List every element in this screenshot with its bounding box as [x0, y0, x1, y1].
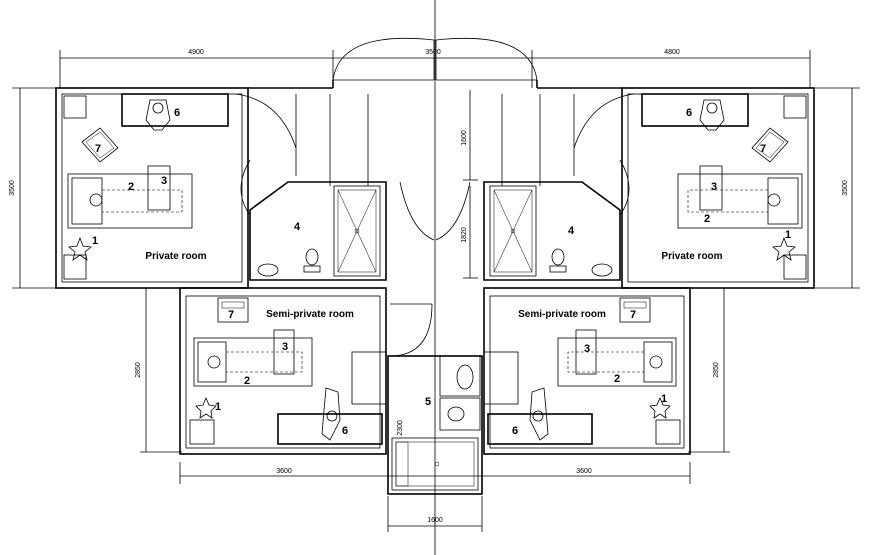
top-dimension-chain: 4900 3500 4800 — [59, 49, 811, 88]
bed-2-left-private — [67, 173, 193, 229]
label-2: 2 — [614, 373, 620, 385]
armchair-icon — [751, 127, 789, 163]
label-2: 2 — [128, 181, 134, 193]
person-standing-icon — [321, 387, 341, 441]
bed-2-left-semi — [193, 337, 313, 387]
label-2: 2 — [244, 375, 250, 387]
person-standing-icon — [529, 387, 549, 441]
right-semi-furniture: 7 Semi-private room 2 3 1 6 — [487, 297, 681, 445]
bed-2-right-semi — [557, 337, 677, 387]
dim-right-private: 3500 — [842, 180, 849, 196]
right-dimension-private: 3500 — [815, 87, 860, 289]
cabinet-icon — [783, 95, 807, 119]
label-4: 4 — [294, 221, 301, 233]
room-label-semi-right: Semi-private room — [518, 309, 606, 320]
label-6: 6 — [342, 425, 348, 437]
bathroom-right — [483, 181, 621, 281]
left-dimension-private: 3500 — [9, 87, 56, 289]
cabinet-icon — [63, 254, 87, 280]
dim-left-private: 3500 — [9, 180, 16, 196]
label-6: 6 — [512, 425, 518, 437]
cabinet-icon — [63, 95, 87, 119]
dim-center-lower: 1820 — [461, 227, 468, 243]
central-bathroom — [351, 303, 519, 495]
label-1: 1 — [215, 401, 221, 413]
label-5: 5 — [425, 396, 431, 408]
label-6: 6 — [686, 107, 692, 119]
left-private-furniture: 6 7 2 3 1 Private room 4 — [63, 93, 301, 280]
label-3: 3 — [282, 341, 288, 353]
dim-top-right: 4800 — [664, 49, 680, 56]
bottom-center-dimension: 1600 — [387, 496, 483, 532]
bed-2-right-private — [677, 173, 803, 229]
exterior-walls — [55, 80, 815, 455]
left-dimension-semi: 2850 — [135, 288, 182, 453]
star-icon — [772, 236, 796, 261]
cabinet-icon — [783, 254, 807, 280]
dim-bottom-center: 1600 — [427, 517, 443, 524]
dim-bath-height: 2300 — [397, 420, 404, 436]
cabinet-icon — [189, 419, 215, 445]
label-1: 1 — [92, 235, 98, 247]
star-icon — [649, 396, 671, 419]
label-1: 1 — [785, 229, 791, 241]
dim-right-semi: 2850 — [713, 362, 720, 378]
star-icon — [195, 396, 217, 419]
label-2: 2 — [704, 213, 710, 225]
label-7: 7 — [95, 143, 101, 155]
label-3: 3 — [161, 175, 167, 187]
center-dimension-lower: 1820 — [461, 186, 478, 279]
room-doors — [235, 93, 635, 241]
center-dimension-upper: 1600 — [461, 90, 478, 181]
armchair-icon — [81, 127, 119, 163]
right-private-furniture: 6 7 2 3 1 Private room 4 — [568, 93, 807, 280]
right-dimension-semi: 2850 — [688, 288, 730, 453]
label-7: 7 — [760, 143, 766, 155]
star-icon — [68, 236, 92, 261]
label-1: 1 — [661, 393, 667, 405]
label-3: 3 — [584, 343, 590, 355]
dim-center-upper: 1600 — [461, 130, 468, 146]
bathroom-left — [249, 181, 387, 281]
wardrobe-6-right-private — [641, 93, 749, 127]
label-7: 7 — [228, 309, 234, 321]
table-3-left-semi — [273, 329, 295, 375]
room-label-semi-left: Semi-private room — [266, 309, 354, 320]
table-3-left-private — [147, 165, 171, 211]
bath-height-dimension: 2300 — [397, 420, 404, 436]
room-label-private-left: Private room — [145, 251, 206, 262]
label-4: 4 — [568, 225, 575, 237]
room-label-private-right: Private room — [661, 251, 722, 262]
armchair-icon — [217, 297, 249, 323]
dim-bottom-right: 3600 — [576, 468, 592, 475]
table-3-right-semi — [575, 329, 597, 375]
wardrobe-6-left-private — [121, 93, 229, 127]
dim-bottom-left: 3600 — [276, 468, 292, 475]
dim-top-left: 4900 — [188, 49, 204, 56]
table-3-right-private — [699, 165, 723, 211]
label-7: 7 — [630, 309, 636, 321]
label-3: 3 — [711, 181, 717, 193]
wardrobe-6-right-semi — [487, 413, 593, 445]
person-standing-icon — [699, 99, 725, 131]
armchair-icon — [619, 297, 651, 323]
entrance-doors — [332, 37, 538, 81]
label-6: 6 — [174, 107, 180, 119]
dim-top-center: 3500 — [425, 49, 441, 56]
cabinet-icon — [655, 419, 681, 445]
wardrobe-6-left-semi — [277, 413, 383, 445]
left-semi-furniture: 7 Semi-private room 2 3 1 6 — [189, 297, 383, 445]
person-standing-icon — [145, 99, 171, 131]
dim-left-semi: 2850 — [135, 362, 142, 378]
